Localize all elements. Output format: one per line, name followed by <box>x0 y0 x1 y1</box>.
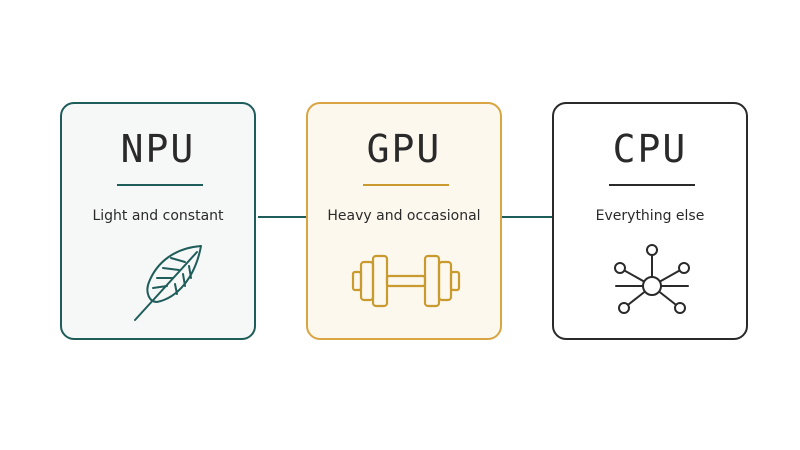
card-title: GPU <box>366 127 442 171</box>
card-subtitle: Everything else <box>595 208 705 224</box>
card-subtitle: Heavy and occasional <box>327 208 481 224</box>
gpu-card: GPU Heavy and occasional <box>306 102 502 340</box>
hub-network-icon <box>614 244 690 314</box>
feather-icon <box>134 245 202 321</box>
connector-npu-gpu <box>258 216 308 218</box>
title-underline <box>363 184 449 186</box>
npu-card: NPU Light and constant <box>60 102 256 340</box>
card-title: NPU <box>120 127 196 171</box>
dumbbell-icon <box>351 254 461 308</box>
card-subtitle: Light and constant <box>92 208 224 224</box>
title-underline <box>117 184 203 186</box>
title-underline <box>609 184 695 186</box>
card-title: CPU <box>612 127 688 171</box>
cpu-card: CPU Everything else <box>552 102 748 340</box>
connector-gpu-cpu <box>502 216 554 218</box>
